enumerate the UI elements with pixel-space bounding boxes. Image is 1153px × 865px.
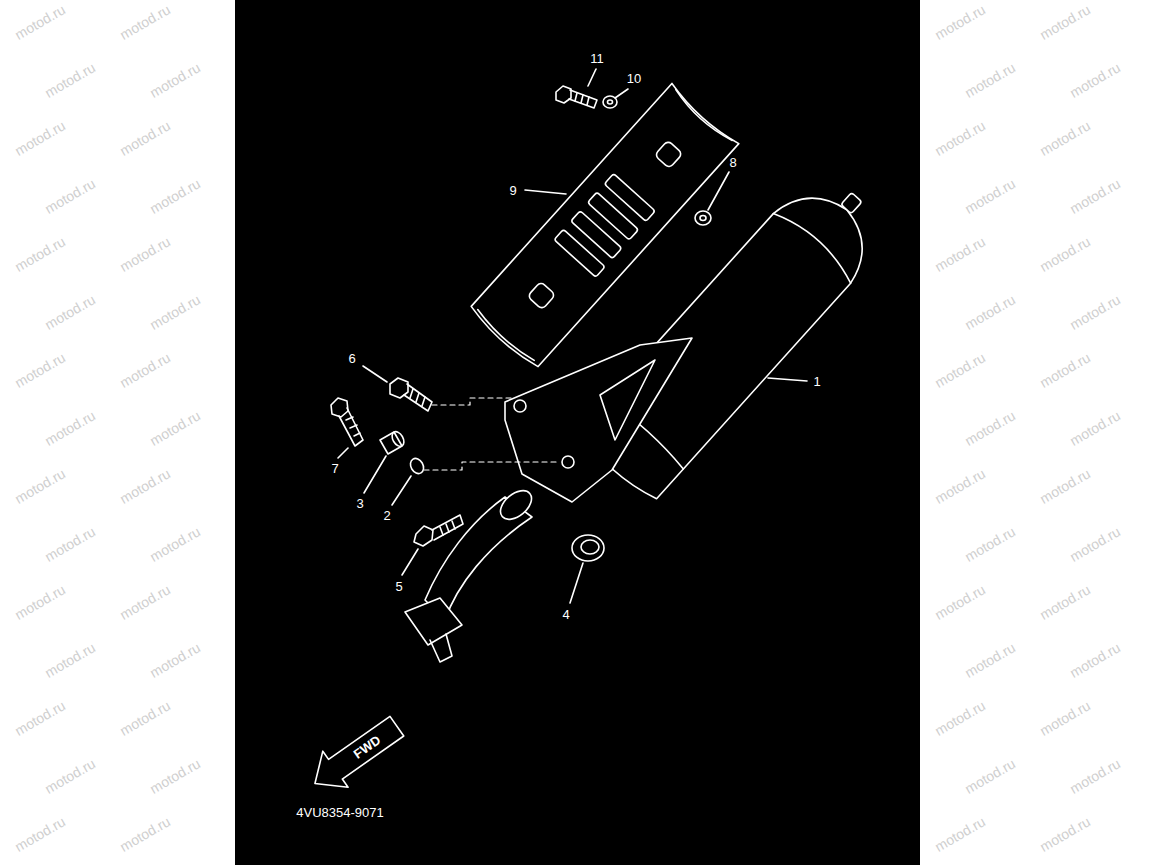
callout-number: 2 xyxy=(383,509,390,522)
watermark: motod.ru xyxy=(118,234,173,274)
watermark: motod.ru xyxy=(963,524,1018,564)
callout-number: 11 xyxy=(590,52,604,65)
watermark: motod.ru xyxy=(1068,176,1123,216)
watermark: motod.ru xyxy=(963,176,1018,216)
callout-number: 5 xyxy=(395,580,402,593)
watermark: motod.ru xyxy=(43,292,98,332)
watermark: motod.ru xyxy=(963,640,1018,680)
watermark: motod.ru xyxy=(1068,756,1123,796)
watermark: motod.ru xyxy=(148,640,203,680)
watermark: motod.ru xyxy=(963,408,1018,448)
watermark: motod.ru xyxy=(118,466,173,506)
callout-number: 10 xyxy=(627,72,641,85)
callout-number: 6 xyxy=(348,352,355,365)
watermark: motod.ru xyxy=(933,118,988,158)
callout-number: 9 xyxy=(509,184,516,197)
watermark: motod.ru xyxy=(13,814,68,854)
watermark: motod.ru xyxy=(118,350,173,390)
watermark: motod.ru xyxy=(13,2,68,42)
watermark: motod.ru xyxy=(933,234,988,274)
watermark: motod.ru xyxy=(13,582,68,622)
watermark: motod.ru xyxy=(1038,814,1093,854)
watermark: motod.ru xyxy=(13,350,68,390)
watermark: motod.ru xyxy=(148,292,203,332)
callout-number: 1 xyxy=(813,375,820,388)
watermark: motod.ru xyxy=(933,350,988,390)
watermark: motod.ru xyxy=(118,698,173,738)
watermark: motod.ru xyxy=(933,2,988,42)
watermark: motod.ru xyxy=(43,640,98,680)
watermark: motod.ru xyxy=(43,408,98,448)
watermark: motod.ru xyxy=(1038,234,1093,274)
watermark: motod.ru xyxy=(43,524,98,564)
watermark: motod.ru xyxy=(118,814,173,854)
watermark: motod.ru xyxy=(43,756,98,796)
watermark: motod.ru xyxy=(1038,350,1093,390)
watermark: motod.ru xyxy=(933,466,988,506)
watermark: motod.ru xyxy=(13,466,68,506)
watermark: motod.ru xyxy=(1068,640,1123,680)
watermark: motod.ru xyxy=(933,814,988,854)
watermark: motod.ru xyxy=(148,60,203,100)
part-code: 4VU8354-9071 xyxy=(296,806,383,819)
watermark: motod.ru xyxy=(1038,698,1093,738)
callout-number: 7 xyxy=(331,462,338,475)
watermark: motod.ru xyxy=(963,292,1018,332)
watermark: motod.ru xyxy=(1038,582,1093,622)
watermark: motod.ru xyxy=(118,118,173,158)
watermark: motod.ru xyxy=(1038,2,1093,42)
callout-number: 8 xyxy=(729,156,736,169)
watermark: motod.ru xyxy=(118,582,173,622)
watermark: motod.ru xyxy=(1068,60,1123,100)
watermark: motod.ru xyxy=(13,118,68,158)
watermark: motod.ru xyxy=(1068,292,1123,332)
watermark: motod.ru xyxy=(1038,118,1093,158)
watermark: motod.ru xyxy=(1068,524,1123,564)
callout-number: 3 xyxy=(356,497,363,510)
watermark: motod.ru xyxy=(148,524,203,564)
watermark: motod.ru xyxy=(148,756,203,796)
watermark: motod.ru xyxy=(148,408,203,448)
watermark: motod.ru xyxy=(43,176,98,216)
watermark: motod.ru xyxy=(963,756,1018,796)
watermark: motod.ru xyxy=(13,234,68,274)
watermark: motod.ru xyxy=(13,698,68,738)
watermark: motod.ru xyxy=(43,60,98,100)
watermark: motod.ru xyxy=(118,2,173,42)
watermark: motod.ru xyxy=(933,582,988,622)
watermark: motod.ru xyxy=(1068,408,1123,448)
callout-number: 4 xyxy=(562,608,569,621)
watermark: motod.ru xyxy=(933,698,988,738)
watermark: motod.ru xyxy=(963,60,1018,100)
watermark: motod.ru xyxy=(1038,466,1093,506)
watermark: motod.ru xyxy=(148,176,203,216)
